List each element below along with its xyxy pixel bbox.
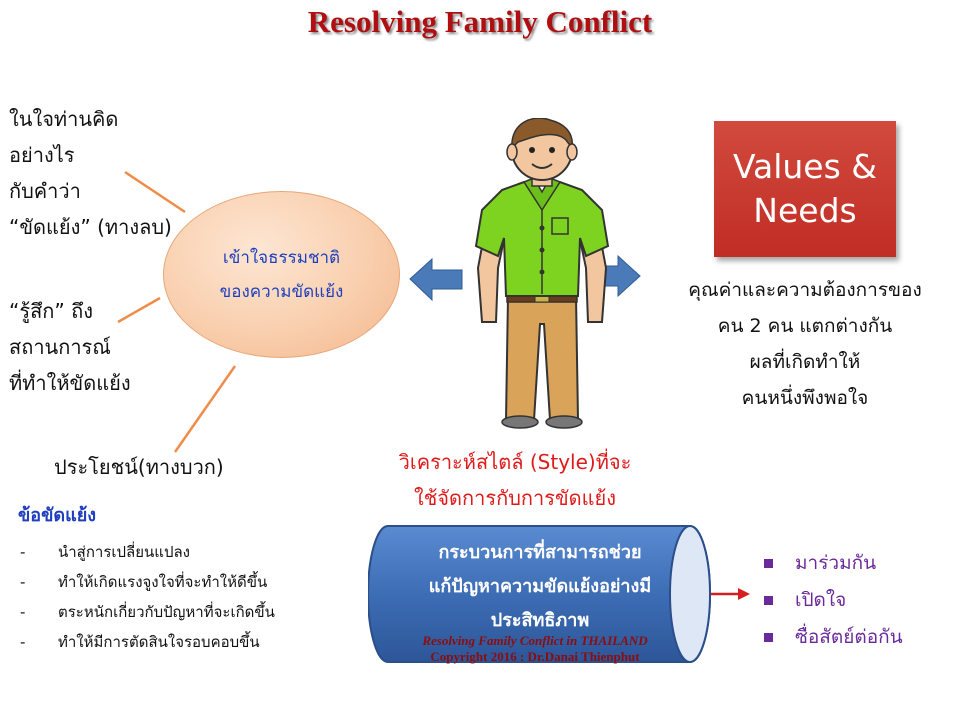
list-item: เปิดใจ: [764, 582, 903, 619]
cartoon-man-icon: [474, 118, 610, 429]
style-analysis-text: วิเคราะห์สไตล์ (Style)ที่จะ ใช้จัดการกับ…: [355, 444, 675, 516]
connector-line-middle: [117, 296, 161, 324]
ellipse-line: ของความขัดแย้ง: [219, 281, 344, 302]
connector-line-top: [124, 170, 186, 214]
question-conflict-meaning: ในใจท่านคิด อย่างไร กับคำว่า “ขัดแย้ง” (…: [9, 101, 172, 245]
question-line: กับคำว่า: [9, 179, 81, 203]
list-item-text: นำสู่การเปลี่ยนแปลง: [58, 543, 190, 561]
style-line: วิเคราะห์สไตล์ (Style)ที่จะ: [398, 450, 632, 474]
copyright-line: Resolving Family Conflict in THAILAND: [422, 633, 648, 648]
question-benefit: ประโยชน์(ทางบวก): [54, 455, 224, 479]
question-line: สถานการณ์: [9, 335, 111, 359]
question-feeling: “รู้สึก” ถึง สถานการณ์ ที่ทำให้ขัดแย้ง: [9, 293, 131, 401]
question-line: ที่ทำให้ขัดแย้ง: [9, 371, 131, 395]
values-box-line: Needs: [753, 191, 857, 230]
copyright-line: Copyright 2016 : Dr.Danai Thienphut: [430, 649, 640, 664]
red-arrow-head-icon: [738, 588, 750, 600]
list-item-text: ทำให้มีการตัดสินใจรอบคอบขึ้น: [58, 633, 260, 651]
bullet-square-icon: [764, 559, 773, 568]
left-arrow-icon: [409, 257, 463, 302]
caption-line: คุณค่าและความต้องการของ: [688, 279, 922, 301]
cylinder-line: แก้ปัญหาความขัดแย้งอย่างมี: [428, 576, 652, 597]
bullet-square-icon: [764, 596, 773, 605]
understand-conflict-ellipse: เข้าใจธรรมชาติ ของความขัดแย้ง: [163, 191, 400, 358]
page-title: Resolving Family Conflict: [307, 4, 653, 39]
process-steps-list: มาร่วมกัน เปิดใจ ซื่อสัตย์ต่อกัน: [764, 545, 903, 656]
style-line: ใช้จัดการกับการขัดแย้ง: [413, 486, 617, 510]
question-line: อย่างไร: [9, 143, 75, 167]
copyright-note: Resolving Family Conflict in THAILAND Co…: [370, 633, 700, 665]
cylinder-text: กระบวนการที่สามารถช่วย แก้ปัญหาความขัดแย…: [380, 536, 700, 638]
list-item-text: ตระหนักเกี่ยวกับปัญหาที่จะเกิดขึ้น: [58, 603, 275, 621]
caption-line: ผลที่เกิดทำให้: [749, 351, 861, 373]
question-line: ในใจท่านคิด: [9, 107, 119, 131]
list-item-text: ทำให้เกิดแรงจูงใจที่จะทำให้ดีขึ้น: [58, 573, 268, 591]
caption-line: คนหนึ่งพึงพอใจ: [741, 387, 869, 409]
connector-line-bottom: [173, 365, 237, 453]
conflict-heading: ข้อขัดแย้ง: [18, 505, 97, 526]
question-line: “รู้สึก” ถึง: [9, 299, 94, 323]
values-box-line: Values &: [732, 147, 878, 186]
list-item: มาร่วมกัน: [764, 545, 903, 582]
list-item-text: มาร่วมกัน: [795, 552, 877, 574]
list-item-text: เปิดใจ: [795, 589, 847, 611]
conflict-benefits-list: -นำสู่การเปลี่ยนแปลง -ทำให้เกิดแรงจูงใจท…: [20, 537, 350, 657]
cylinder-line: กระบวนการที่สามารถช่วย: [438, 542, 642, 563]
list-item: -ตระหนักเกี่ยวกับปัญหาที่จะเกิดขึ้น: [20, 597, 350, 627]
bullet-square-icon: [764, 633, 773, 642]
caption-line: คน 2 คน แตกต่างกัน: [717, 315, 893, 337]
ellipse-line: เข้าใจธรรมชาติ: [222, 247, 341, 268]
cylinder-line: ประสิทธิภาพ: [490, 610, 590, 631]
question-line: “ขัดแย้ง” (ทางลบ): [9, 215, 172, 239]
list-item-text: ซื่อสัตย์ต่อกัน: [795, 626, 903, 648]
list-item: -ทำให้เกิดแรงจูงใจที่จะทำให้ดีขึ้น: [20, 567, 350, 597]
list-item: -ทำให้มีการตัดสินใจรอบคอบขึ้น: [20, 627, 350, 657]
values-caption: คุณค่าและความต้องการของ คน 2 คน แตกต่างก…: [660, 272, 950, 416]
list-item: ซื่อสัตย์ต่อกัน: [764, 619, 903, 656]
process-cylinder: [368, 525, 711, 663]
list-item: -นำสู่การเปลี่ยนแปลง: [20, 537, 350, 567]
values-needs-box: Values & Needs: [714, 121, 896, 257]
